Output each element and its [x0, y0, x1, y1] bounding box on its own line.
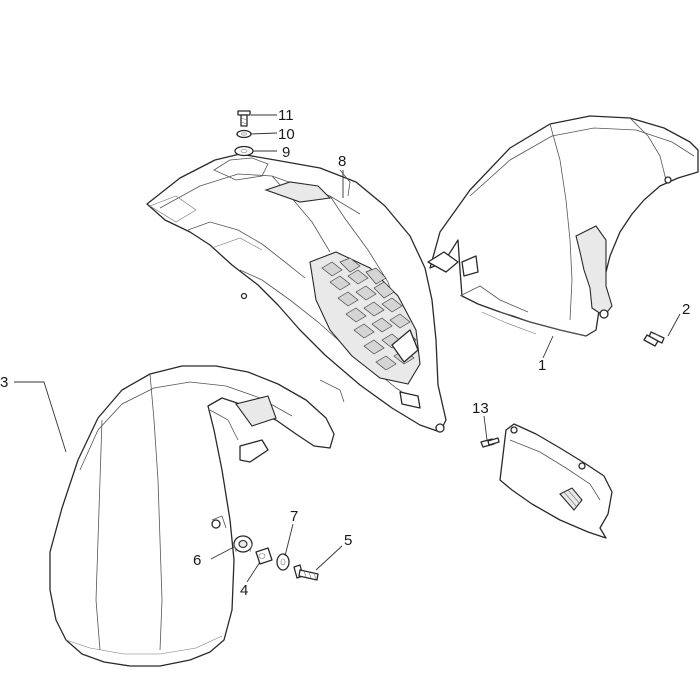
callout-8: 8: [338, 153, 346, 170]
callout-2: 2: [682, 301, 690, 318]
part-8-inner-shield: [146, 153, 447, 433]
leader-7: [284, 523, 294, 557]
callout-3: 3: [0, 374, 8, 391]
callout-11: 11: [278, 107, 294, 124]
part-8-grille: [321, 257, 417, 371]
leader-4: [246, 561, 261, 583]
callout-9: 9: [282, 144, 290, 161]
callout-13: 13: [472, 400, 489, 417]
part-5-screw: [293, 564, 319, 581]
leader-3: [14, 381, 67, 453]
callout-6: 6: [193, 552, 201, 569]
part-9-washer: [234, 145, 254, 157]
part-13-screw: [480, 437, 500, 448]
callout-7: 7: [290, 508, 298, 525]
leader-1: [542, 335, 554, 359]
leader-5: [315, 545, 343, 571]
part-3-front-mudguard: [49, 365, 335, 667]
callout-5: 5: [344, 532, 352, 549]
leader-6: [210, 546, 235, 560]
small-lower-cover: [499, 423, 613, 539]
callout-4: 4: [240, 582, 248, 599]
callout-1: 1: [538, 357, 546, 374]
part-1-rear-mudguard: [427, 115, 699, 337]
part-6-grommet: [233, 535, 253, 553]
part-4-spacer: [255, 547, 273, 565]
leader-lines: [14, 114, 681, 583]
part-2-screw: [643, 331, 665, 347]
leader-10: [250, 132, 278, 135]
part-10-washer: [236, 129, 252, 139]
part-7-washer: [276, 553, 290, 571]
leader-13: [483, 415, 488, 441]
part-11-screw: [237, 110, 251, 127]
leader-2: [667, 313, 681, 337]
callout-10: 10: [278, 126, 295, 143]
